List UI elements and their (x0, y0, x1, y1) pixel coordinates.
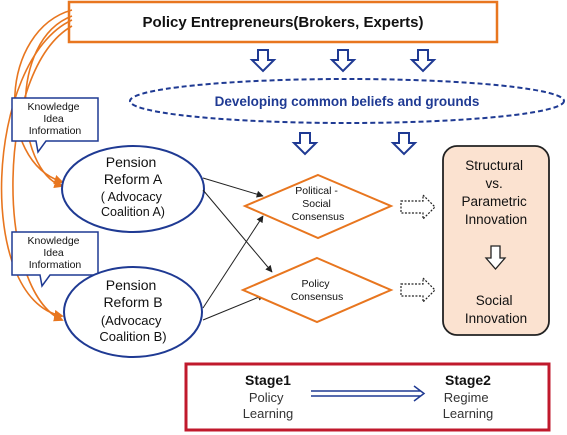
coalition-b-line-4: Coalition B) (99, 329, 166, 344)
svg-text:Knowledge Idea Inf: Knowledge Idea Information (28, 101, 83, 137)
down-arrows-middle (291, 132, 418, 156)
hollow-down-arrow-icon (329, 49, 357, 73)
innovation-line-1: Structural (465, 158, 523, 173)
stage2-line-1: Regime (444, 390, 489, 405)
coalition-b-line-2: Reform B (103, 294, 162, 310)
consensus-1-line-2: Social (302, 198, 331, 210)
callout-a-line-2: Idea (43, 113, 64, 125)
svg-text:(Advocacy Coalition B): (Advocacy Coalition B) (99, 313, 166, 344)
innovation-box: Structural vs. Parametric Innovation Soc… (442, 145, 550, 336)
callout-a-line-1: Knowledge (28, 101, 80, 113)
down-arrows-top (249, 49, 437, 73)
coalition-a-line-4: Coalition A) (101, 205, 165, 219)
callout-b-line-2: Idea (43, 247, 64, 259)
double-right-arrow-icon (311, 385, 426, 402)
policy-entrepreneurs-box: Policy Entrepreneurs(Brokers, Experts) (67, 0, 499, 44)
hollow-down-arrow-icon (484, 245, 507, 270)
coalition-b-line-3: (Advocacy (101, 313, 162, 328)
innovation-line-4: Innovation (465, 212, 527, 227)
consensus-1-line-1: Political - (295, 185, 338, 197)
dotted-right-arrow-icon (400, 193, 436, 221)
hollow-down-arrow-icon (409, 49, 437, 73)
svg-text:Structural vs. Par: Structural vs. Parametric Innovation (461, 158, 530, 227)
svg-text:Policy Consensus: Policy Consensus (291, 278, 344, 303)
innovation-line-2: vs. (485, 176, 502, 191)
stage2-line-2: Learning (443, 406, 494, 421)
dotted-right-arrow-icon (400, 276, 436, 304)
hollow-down-arrow-icon (249, 49, 277, 73)
social-innovation-line-1: Social (476, 293, 513, 308)
svg-text:( Advocacy Coalition A): ( Advocacy Coalition A) (101, 190, 166, 219)
consensus-1-line-3: Consensus (292, 211, 345, 223)
knowledge-callout-b: Knowledge Idea Information (11, 231, 99, 288)
callout-b-line-3: Information (29, 259, 82, 271)
hollow-down-arrow-icon (390, 132, 418, 156)
coalition-a-line-1: Pension (106, 154, 157, 170)
svg-text:Policy Learning: Policy Learning (243, 390, 294, 421)
policy-consensus: Policy Consensus (240, 256, 394, 324)
svg-text:Political - Social: Political - Social Consensus (292, 185, 345, 223)
innovation-line-3: Parametric (461, 194, 527, 209)
stage1-title: Stage1 (245, 372, 291, 388)
stage2-title: Stage2 (445, 372, 491, 388)
social-innovation-line-2: Innovation (465, 311, 527, 326)
coalition-b-line-1: Pension (106, 277, 157, 293)
consensus-2-line-2: Consensus (291, 291, 344, 303)
callout-b-line-1: Knowledge (28, 235, 80, 247)
coalition-a-line-2: Reform A (104, 171, 163, 187)
svg-text:Social Innovation: Social Innovation (465, 293, 527, 326)
common-beliefs-ellipse: Developing common beliefs and grounds (129, 78, 565, 124)
common-beliefs-label: Developing common beliefs and grounds (215, 94, 480, 109)
coalition-a-line-3: ( Advocacy (101, 190, 163, 204)
dotted-right-arrows (400, 193, 436, 304)
stage1-line-2: Learning (243, 406, 294, 421)
knowledge-callout-a: Knowledge Idea Information (11, 97, 99, 154)
callout-a-line-3: Information (29, 125, 82, 137)
svg-text:Regime Learning: Regime Learning (443, 390, 494, 421)
svg-text:Knowledge Idea Inf: Knowledge Idea Information (28, 235, 83, 271)
stage-box: Stage1 Policy Learning Stage2 Regime Lea… (184, 362, 551, 432)
svg-text:Pension Reform A: Pension Reform A (104, 154, 163, 187)
svg-text:Pension Reform B: Pension Reform B (103, 277, 162, 310)
stage1-line-1: Policy (249, 390, 284, 405)
hollow-down-arrow-icon (291, 132, 319, 156)
political-social-consensus: Political - Social Consensus (242, 173, 394, 240)
policy-entrepreneurs-label: Policy Entrepreneurs(Brokers, Experts) (143, 14, 424, 31)
coalition-to-consensus-arrows (202, 177, 273, 321)
pension-reform-a: Pension Reform A ( Advocacy Coalition A) (61, 145, 205, 233)
pension-reform-b: Pension Reform B (Advocacy Coalition B) (63, 266, 203, 358)
consensus-2-line-1: Policy (302, 278, 331, 290)
